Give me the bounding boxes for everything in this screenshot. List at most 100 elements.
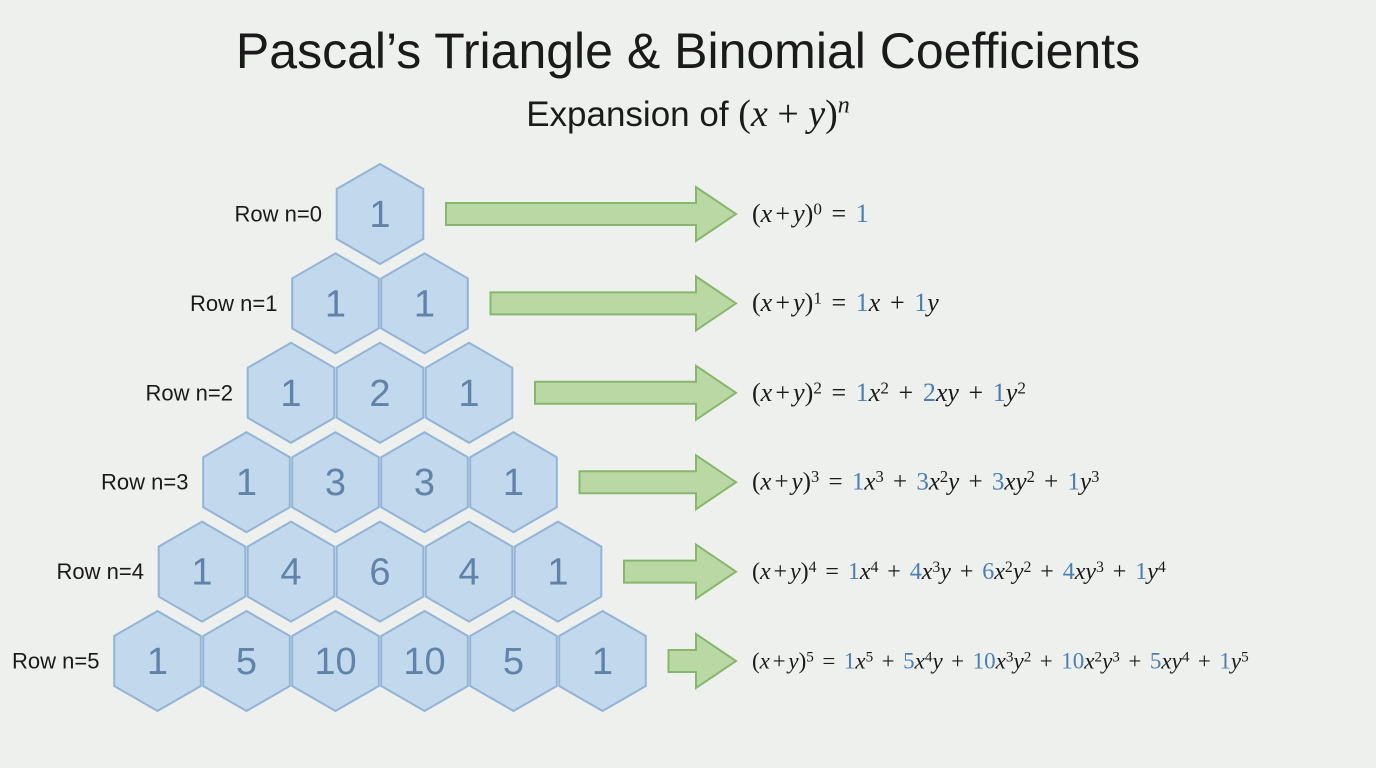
- row-label: Row n=1: [190, 291, 277, 316]
- expansion-equation: (x+y)3 = 1x3 + 3x2y + 3xy2 + 1y3: [752, 468, 1099, 496]
- expansion-term: 3x2y: [916, 469, 959, 496]
- hex-value: 10: [403, 641, 445, 683]
- plus-sign: +: [775, 377, 790, 407]
- variable: x: [928, 468, 940, 496]
- close-paren: ): [825, 93, 838, 135]
- expansion-term: 6x2y2: [982, 559, 1031, 585]
- lhs-exponent: 4: [808, 558, 817, 576]
- variable: x: [855, 648, 866, 674]
- coefficient: 1: [914, 288, 928, 318]
- exponent: 5: [1241, 648, 1249, 666]
- plus-sign: +: [1122, 648, 1148, 674]
- hex-cell: 5: [469, 609, 558, 713]
- hexagon: [424, 341, 514, 444]
- plus-sign: +: [772, 648, 786, 674]
- row-label: Row n=3: [101, 470, 188, 495]
- close-paren: ): [802, 468, 811, 496]
- expansion-term: 3xy2: [992, 469, 1035, 496]
- expansion-term: 1y2: [993, 378, 1026, 407]
- variable: y: [1171, 648, 1182, 674]
- open-paren: (: [752, 558, 760, 585]
- coefficient: 4: [909, 558, 922, 585]
- coefficient: 1: [992, 377, 1006, 407]
- var-y: y: [793, 288, 805, 318]
- subtitle-expression: (x + y)n: [738, 92, 850, 135]
- hexagon: [424, 520, 514, 623]
- variable: x: [1161, 648, 1172, 674]
- coefficient: 1: [1135, 558, 1148, 585]
- expansion-equation: (x+y)4 = 1x4 + 4x3y + 6x2y2 + 4xy3 + 1y4: [752, 558, 1166, 585]
- hex-value: 1: [503, 462, 524, 504]
- expansion-term: 1x4: [848, 559, 879, 585]
- hex-cell: 1: [113, 609, 202, 713]
- hexagon: [513, 520, 603, 623]
- variable: y: [1079, 468, 1092, 496]
- close-paren: ): [798, 648, 807, 674]
- hexagon: [246, 341, 336, 444]
- hex-value: 6: [369, 552, 390, 594]
- exponent: 4: [924, 648, 933, 666]
- var-x: x: [760, 288, 773, 318]
- hex-value: 1: [147, 641, 168, 683]
- lhs-exponent: 0: [813, 199, 822, 219]
- exponent: 3: [1096, 558, 1104, 576]
- hex-cell: 2: [335, 341, 425, 444]
- var-y: y: [808, 93, 826, 135]
- hexagon: [113, 609, 202, 713]
- hexagon: [335, 341, 425, 444]
- hexagon: [380, 431, 469, 534]
- variable: y: [948, 468, 960, 496]
- plus-sign: +: [886, 468, 914, 496]
- variable: y: [927, 288, 939, 318]
- var-x: x: [760, 377, 773, 407]
- hexagon: [558, 609, 647, 713]
- hexagon: [469, 431, 558, 534]
- hex-value: 1: [191, 552, 212, 594]
- coefficient: 1: [1219, 648, 1231, 674]
- hex-value: 1: [236, 462, 257, 504]
- variable: y: [947, 377, 959, 407]
- arrow-icon: [667, 632, 738, 690]
- variable: y: [1230, 648, 1242, 674]
- subtitle-text: Expansion of: [526, 95, 729, 134]
- exponent: 4: [1181, 648, 1190, 666]
- hex-cell: 1: [558, 609, 647, 713]
- var-x: x: [760, 558, 771, 585]
- hex-cell: 1: [335, 162, 425, 266]
- hex-cell: 1: [291, 252, 380, 355]
- variable: y: [1005, 377, 1018, 407]
- exponent: 3: [932, 558, 941, 576]
- hex-cell: 1: [157, 520, 247, 623]
- plus-sign: +: [1034, 648, 1059, 674]
- exponent: 2: [1094, 648, 1103, 666]
- variable: x: [1004, 468, 1016, 496]
- plus-sign: +: [773, 558, 788, 585]
- variable: x: [914, 648, 925, 674]
- variable: x: [995, 648, 1006, 674]
- hex-cell: 10: [380, 609, 469, 713]
- close-paren: ): [804, 199, 814, 228]
- hexagon: [291, 431, 380, 534]
- exponent: 4: [870, 558, 879, 576]
- expansion-equation: (x+y)0 = 1: [752, 199, 869, 228]
- equals-sign: =: [825, 288, 853, 318]
- hex-cell: 3: [291, 431, 380, 534]
- arrow-icon: [489, 274, 738, 333]
- hex-cell: 3: [380, 431, 469, 534]
- hex-value: 1: [414, 283, 435, 325]
- expansion-term: 4x3y: [910, 559, 951, 585]
- equals-sign: =: [816, 648, 842, 674]
- expansion-term: 1x5: [844, 649, 873, 674]
- plus-sign: +: [775, 288, 790, 318]
- hex-value: 1: [458, 373, 479, 415]
- arrow-icon: [578, 453, 738, 512]
- close-paren: ): [800, 558, 809, 585]
- variable: y: [1085, 558, 1096, 585]
- hexagon: [291, 609, 380, 713]
- coefficient: 5: [1149, 648, 1162, 674]
- expansion-term: 4xy3: [1063, 559, 1104, 585]
- expansion-equation: (x+y)1 = 1x + 1y: [752, 290, 939, 316]
- hex-cell: 1: [380, 252, 469, 355]
- expansion-term: 1y5: [1219, 649, 1248, 674]
- coefficient: 1: [855, 377, 869, 407]
